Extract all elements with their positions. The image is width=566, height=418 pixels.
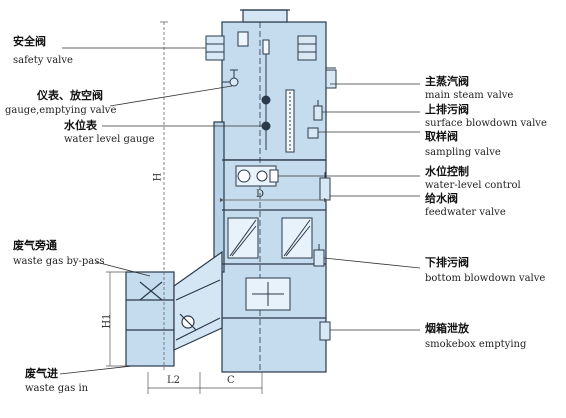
sampling-valve-label-en: sampling valve bbox=[425, 147, 501, 158]
waste-gas-in-label-en: waste gas in bbox=[25, 383, 89, 394]
safety-valves bbox=[205, 31, 317, 61]
safety-valve-label-en: safety valve bbox=[13, 55, 73, 66]
main-steam-valve-label-en: main steam valve bbox=[425, 90, 514, 101]
dim-c-label: C bbox=[227, 375, 235, 386]
lower-shell bbox=[221, 159, 327, 373]
gauge-valve-fittings bbox=[222, 69, 239, 87]
dim-d-label: D bbox=[256, 189, 265, 200]
manholes bbox=[227, 217, 313, 311]
waste-gas-bypass-label-cn: 废气旁通 bbox=[13, 239, 57, 252]
leader-lines bbox=[59, 47, 421, 375]
boiler-body bbox=[213, 9, 327, 373]
smokebox-emptying-label-cn: 烟箱泄放 bbox=[425, 322, 469, 335]
dimension-lines bbox=[106, 21, 329, 394]
surface-blowdown-valve-label-cn: 上排污阀 bbox=[425, 103, 469, 116]
waste-gas-bypass-label-en: waste gas by-pass bbox=[13, 256, 105, 267]
inlet-duct bbox=[125, 271, 175, 367]
feedwater-valve-label-cn: 给水阀 bbox=[425, 192, 458, 205]
safety-valve-label-cn: 安全阀 bbox=[13, 35, 46, 48]
gauge-emptying-valve-label-en: gauge,emptying valve bbox=[5, 105, 117, 116]
water-level-control-label-en: water-level control bbox=[425, 180, 521, 191]
bottom-blowdown-valve-label-cn: 下排污阀 bbox=[425, 256, 469, 269]
gauge-emptying-valve-label-cn: 仪表、放空阀 bbox=[37, 89, 103, 102]
water-level-gauge-label-en: water level gauge bbox=[64, 134, 155, 145]
feedwater-valve-label-en: feedwater valve bbox=[425, 207, 506, 218]
waste-gas-in-label-cn: 废气进 bbox=[25, 367, 58, 380]
bottom-blowdown-valve-label-en: bottom blowdown valve bbox=[425, 273, 546, 284]
water-level-control-label-cn: 水位控制 bbox=[425, 165, 469, 178]
dim-h-label: H bbox=[152, 172, 164, 182]
surface-blowdown-valve-label-en: surface blowdown valve bbox=[425, 118, 547, 129]
dim-l2-label: L2 bbox=[167, 375, 181, 386]
sampling-valve-label-cn: 取样阀 bbox=[425, 130, 458, 143]
smokebox-emptying-label-en: smokebox emptying bbox=[425, 339, 527, 350]
main-steam-valve-label-cn: 主蒸汽阀 bbox=[425, 75, 469, 88]
water-level-gauge-label-cn: 水位表 bbox=[64, 119, 97, 132]
water-level-gauge bbox=[261, 39, 295, 153]
dim-h1-label: H1 bbox=[101, 313, 113, 329]
top-flange bbox=[242, 9, 288, 23]
waste-gas-duct bbox=[125, 250, 223, 367]
flue-tube bbox=[213, 121, 225, 273]
water-level-control-unit bbox=[235, 165, 279, 187]
transition-cone bbox=[173, 250, 223, 351]
